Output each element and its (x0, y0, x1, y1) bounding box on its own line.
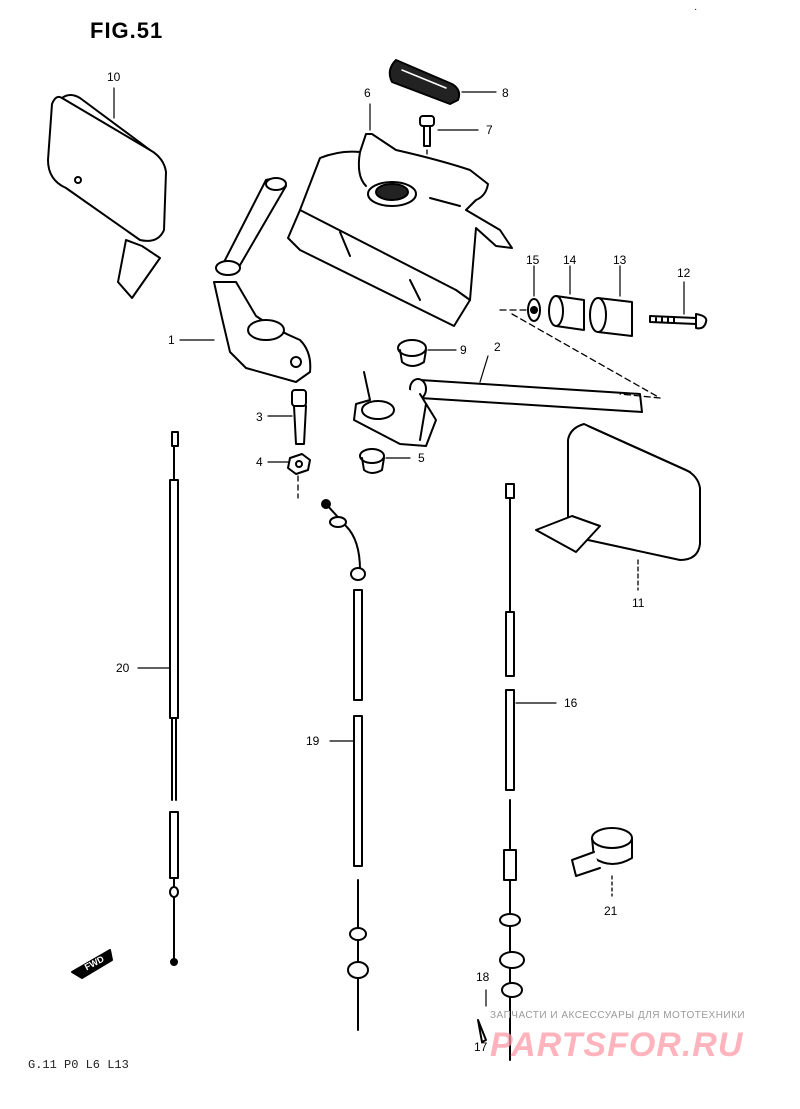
callout-20: 20 (116, 661, 130, 675)
mirror-left-part-10 (47, 94, 167, 299)
callout-16: 16 (564, 696, 578, 710)
callout-21: 21 (604, 904, 618, 918)
callout-9: 9 (460, 343, 467, 357)
pin-part-17 (477, 1019, 487, 1043)
scan-speck: · (694, 4, 698, 15)
callout-15: 15 (526, 253, 540, 267)
grommet-part-5 (359, 448, 385, 474)
assembly-line-right (499, 309, 661, 399)
washer-part-15 (527, 298, 541, 322)
cable-part-16 (499, 483, 525, 1061)
spacer-part-14 (548, 295, 585, 331)
handle-cover-part-6 (287, 133, 513, 327)
callout-3: 3 (256, 410, 263, 424)
drawing-code: G.11 P0 L6 L13 (28, 1058, 129, 1072)
callout-4: 4 (256, 455, 263, 469)
cable-part-19 (321, 499, 369, 1031)
handlebar-left-part-1 (213, 177, 312, 383)
emblem-part-8 (388, 59, 461, 105)
callout-14: 14 (563, 253, 577, 267)
callout-2: 2 (494, 340, 501, 354)
callout-18: 18 (476, 970, 490, 984)
handlebar-right-part-2 (353, 371, 643, 447)
screw-part-7 (419, 115, 435, 176)
fwd-arrow-icon (71, 949, 113, 979)
cable-part-20 (169, 431, 179, 966)
grommet-part-9 (397, 339, 427, 367)
screw-part-12 (649, 313, 708, 330)
bolt-part-3 (291, 389, 307, 445)
leader-lines (113, 87, 685, 1007)
clamp-part-21 (571, 827, 633, 897)
nut-part-4 (287, 453, 311, 475)
weight-part-13 (589, 297, 633, 337)
callout-6: 6 (364, 86, 371, 100)
callout-8: 8 (502, 86, 509, 100)
callout-10: 10 (107, 70, 121, 84)
callout-7: 7 (486, 123, 493, 137)
watermark-brand: PARTSFOR.RU (490, 1026, 744, 1064)
watermark-tagline: ЗАПЧАСТИ И АКСЕССУАРЫ ДЛЯ МОТОТЕХНИКИ (490, 1010, 746, 1021)
callout-11: 11 (632, 596, 645, 610)
callout-1: 1 (168, 333, 175, 347)
mirror-right-part-11 (535, 423, 701, 591)
callout-13: 13 (613, 253, 627, 267)
figure-title: FIG.51 (90, 18, 164, 43)
callout-17: 17 (474, 1040, 488, 1054)
callout-12: 12 (677, 266, 691, 280)
callout-5: 5 (418, 451, 425, 465)
callout-19: 19 (306, 734, 320, 748)
